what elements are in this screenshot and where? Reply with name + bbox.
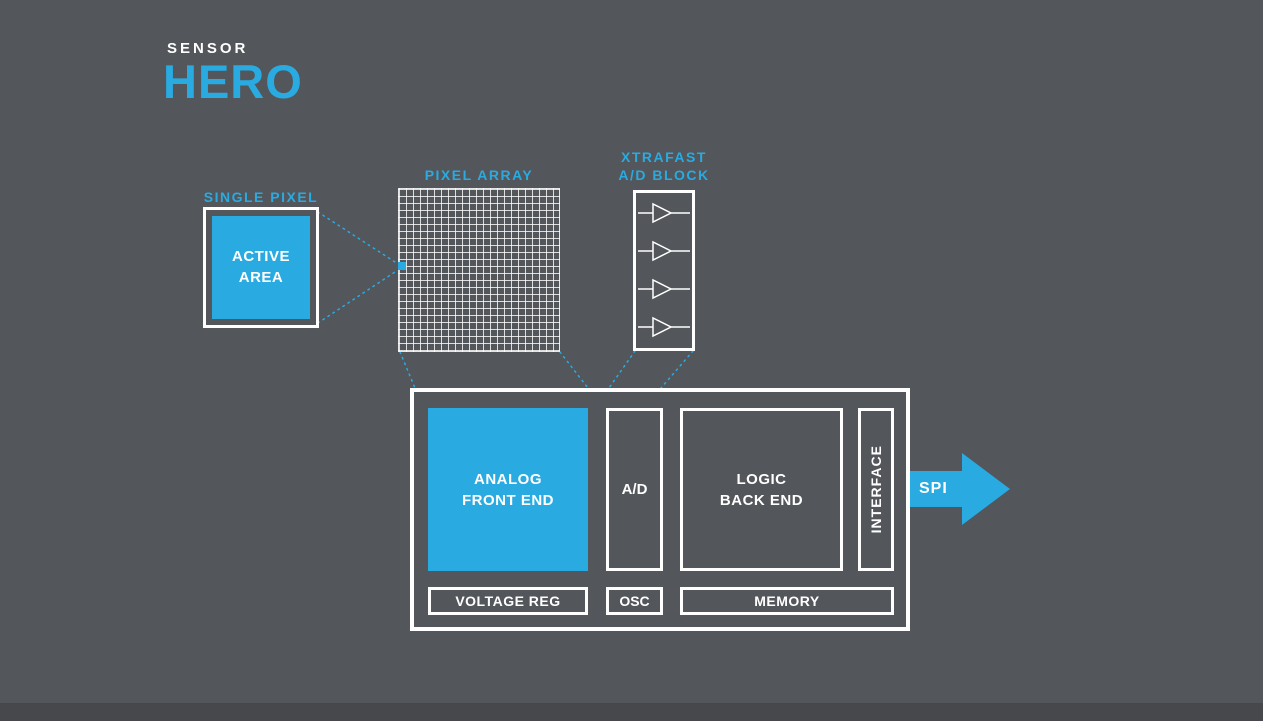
analog-front-end-block: ANALOG FRONT END: [428, 408, 588, 571]
chip-outline: ANALOG FRONT END A/D LOGIC BACK END INTE…: [410, 388, 910, 631]
ad-block-box: [633, 190, 695, 351]
page-title: HERO: [163, 55, 303, 108]
spi-label: SPI: [919, 480, 948, 497]
amp-icon: [638, 278, 690, 300]
active-area-box: ACTIVE AREA: [212, 216, 310, 319]
spi-arrow-icon: [910, 453, 1010, 525]
footer-band: [0, 703, 1263, 721]
ad-block-label: XTRAFAST A/D BLOCK: [618, 149, 710, 184]
pixel-array-label: PIXEL ARRAY: [424, 167, 534, 183]
interface-block: INTERFACE: [858, 408, 894, 571]
connector-array-right: [559, 351, 589, 389]
connector-adblock-left: [608, 350, 636, 389]
amp-icon: [638, 240, 690, 262]
amplifier-symbols-icon: [638, 202, 690, 338]
connector-pixel-top: [317, 211, 399, 265]
single-pixel-box: ACTIVE AREA: [203, 207, 319, 328]
interface-label: INTERFACE: [868, 445, 884, 534]
memory-block: MEMORY: [680, 587, 894, 615]
connector-adblock-right: [660, 350, 694, 389]
ad-converter-block: A/D: [606, 408, 663, 571]
amp-icon: [638, 202, 690, 224]
pixel-location-dot: [398, 262, 406, 270]
single-pixel-label: SINGLE PIXEL: [203, 189, 319, 205]
osc-block: OSC: [606, 587, 663, 615]
connector-array-left: [399, 351, 416, 389]
connector-pixel-bottom: [317, 269, 399, 324]
voltage-reg-block: VOLTAGE REG: [428, 587, 588, 615]
pixel-array-grid: [398, 188, 560, 352]
amp-icon: [638, 316, 690, 338]
logic-back-end-block: LOGIC BACK END: [680, 408, 843, 571]
brand-eyebrow: SENSOR: [167, 40, 249, 57]
